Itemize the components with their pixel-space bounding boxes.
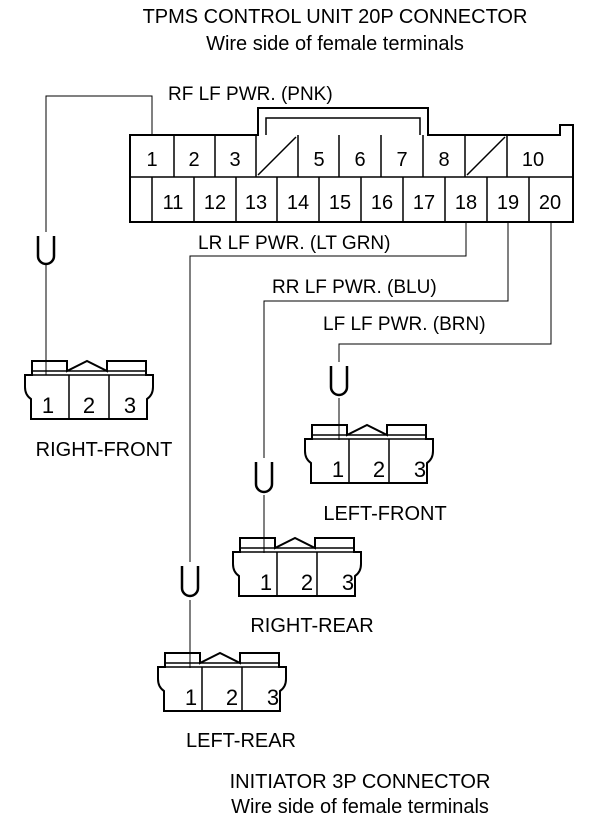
pin-label: 8 (438, 149, 449, 171)
initiator-connector-title: INITIATOR 3P CONNECTOR (229, 771, 491, 793)
pin-label: 18 (455, 192, 477, 214)
tpms-20p-connector (129, 107, 574, 223)
pin-label: 20 (539, 192, 561, 214)
pin-label: 3 (229, 149, 240, 171)
pin-label: 10 (522, 149, 544, 171)
pin-label: 15 (329, 192, 351, 214)
pin-label: 3 (267, 685, 279, 710)
wire-lf (338, 222, 552, 362)
pin-label: 2 (83, 393, 95, 418)
initiator-connector-subtitle: Wire side of female terminals (231, 796, 489, 818)
pin-label: 7 (396, 149, 407, 171)
location-label-left-rear: LEFT-REAR (186, 730, 296, 752)
wire-label-lf: LF LF PWR. (BRN) (323, 314, 486, 335)
initiator-right-rear-connector (232, 536, 362, 597)
terminal-icon (254, 462, 274, 494)
location-label-right-front: RIGHT-FRONT (36, 439, 173, 461)
pin-label: 19 (497, 192, 519, 214)
terminal-icon (36, 236, 56, 266)
main-connector-pins: 1 2 3 5 6 7 8 10 11 12 13 14 15 16 17 18… (146, 149, 561, 214)
initiator-left-rear-connector (157, 651, 287, 712)
main-connector-title: TPMS CONTROL UNIT 20P CONNECTOR (142, 6, 528, 28)
wire-label-rr: RR LF PWR. (BLU) (272, 277, 437, 298)
terminal-icon (180, 566, 200, 598)
pin-label: 3 (414, 457, 426, 482)
pin-label: 1 (42, 393, 54, 418)
pin-label: 14 (287, 192, 309, 214)
wire-lr (189, 222, 467, 562)
wire-rf (45, 95, 153, 232)
pin-label: 1 (260, 570, 272, 595)
initiator-right-front-connector (24, 359, 154, 420)
pin-label: 11 (163, 192, 184, 214)
location-label-right-rear: RIGHT-REAR (250, 615, 373, 637)
pin-label: 2 (226, 685, 238, 710)
terminal-icon (329, 366, 349, 397)
initiator-left-front-connector (304, 423, 434, 484)
pin-label: 1 (332, 457, 344, 482)
pin-label: 2 (301, 570, 313, 595)
pin-label: 5 (313, 149, 324, 171)
pin-label: 2 (188, 149, 199, 171)
main-connector-subtitle: Wire side of female terminals (206, 33, 464, 55)
pin-label: 17 (413, 192, 435, 214)
pin-label: 6 (354, 149, 365, 171)
wire-label-rf: RF LF PWR. (PNK) (168, 84, 333, 105)
pin-label: 16 (371, 192, 393, 214)
pin-label: 2 (373, 457, 385, 482)
pin-label: 3 (124, 393, 136, 418)
pin-label: 12 (204, 192, 226, 214)
pin-label: 3 (342, 570, 354, 595)
location-label-left-front: LEFT-FRONT (323, 503, 446, 525)
pin-label: 1 (185, 685, 197, 710)
pin-label: 1 (146, 149, 157, 171)
wire-label-lr: LR LF PWR. (LT GRN) (198, 233, 390, 254)
wire-rr (263, 222, 509, 458)
pin-label: 13 (245, 192, 267, 214)
